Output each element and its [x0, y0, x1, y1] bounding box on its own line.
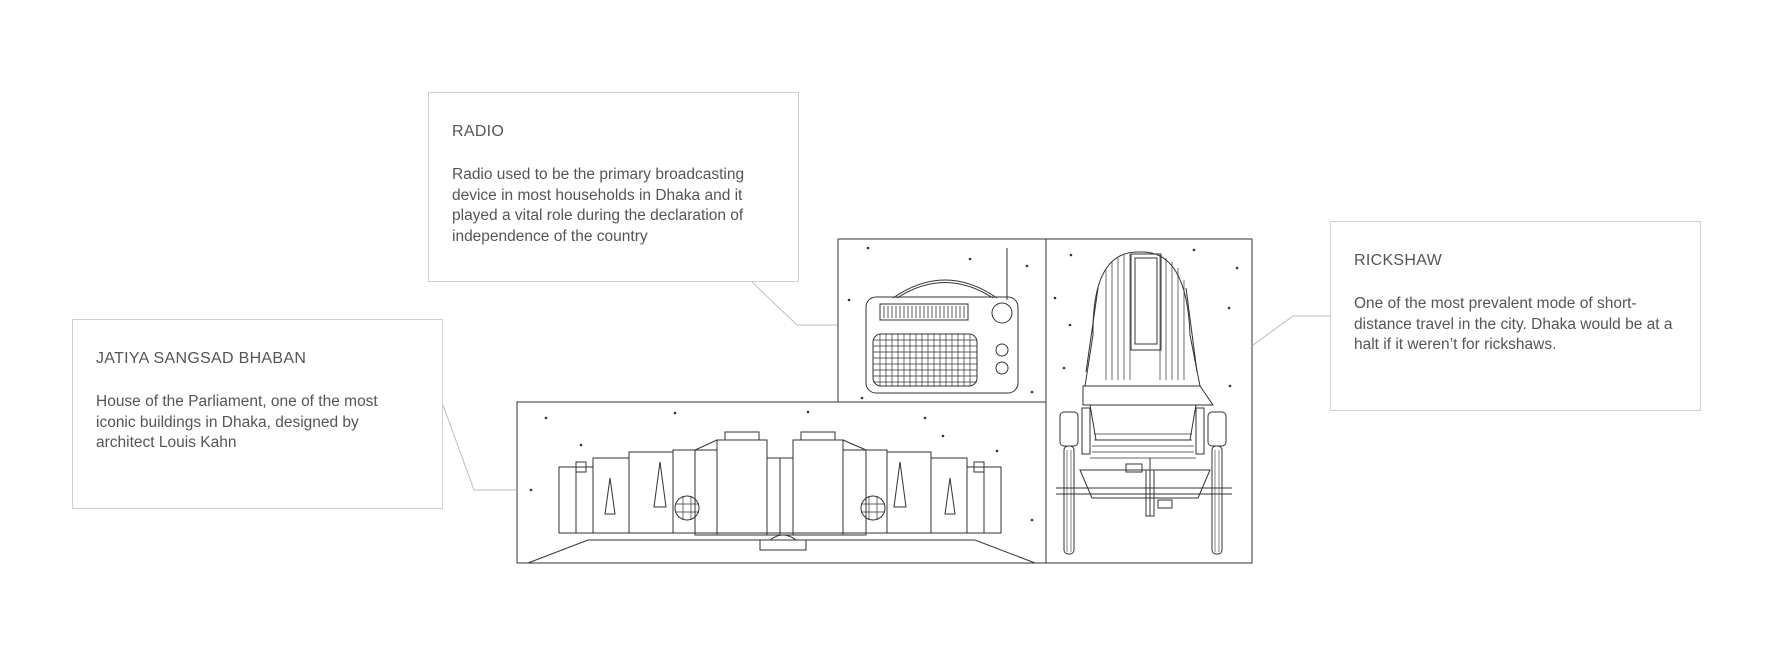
- rickshaw-description: One of the most prevalent mode of short-…: [1354, 295, 1673, 353]
- sangsad-title: JATIYA SANGSAD BHABAN: [96, 350, 307, 367]
- illustration-panels: [516, 238, 1253, 564]
- radio-callout: RADIO Radio used to be the primary broad…: [428, 92, 799, 282]
- sangsad-callout: JATIYA SANGSAD BHABAN House of the Parli…: [72, 319, 443, 509]
- sangsad-description: House of the Parliament, one of the most…: [96, 393, 378, 451]
- radio-title: RADIO: [452, 123, 505, 140]
- rickshaw-leader-line: [1252, 315, 1330, 346]
- parliament-building-illustration: [517, 410, 1046, 564]
- leader-lines: [442, 281, 1330, 491]
- rickshaw-title: RICKSHAW: [1354, 252, 1443, 269]
- radio-leader-line: [751, 281, 838, 326]
- radio-description: Radio used to be the primary broadcastin…: [452, 166, 745, 245]
- rickshaw-callout: RICKSHAW One of the most prevalent mode …: [1330, 221, 1701, 411]
- radio-illustration: [847, 246, 1034, 400]
- sangsad-leader-line: [442, 404, 516, 491]
- rickshaw-illustration: [1053, 248, 1239, 555]
- rickshaw-panel: [1045, 238, 1253, 564]
